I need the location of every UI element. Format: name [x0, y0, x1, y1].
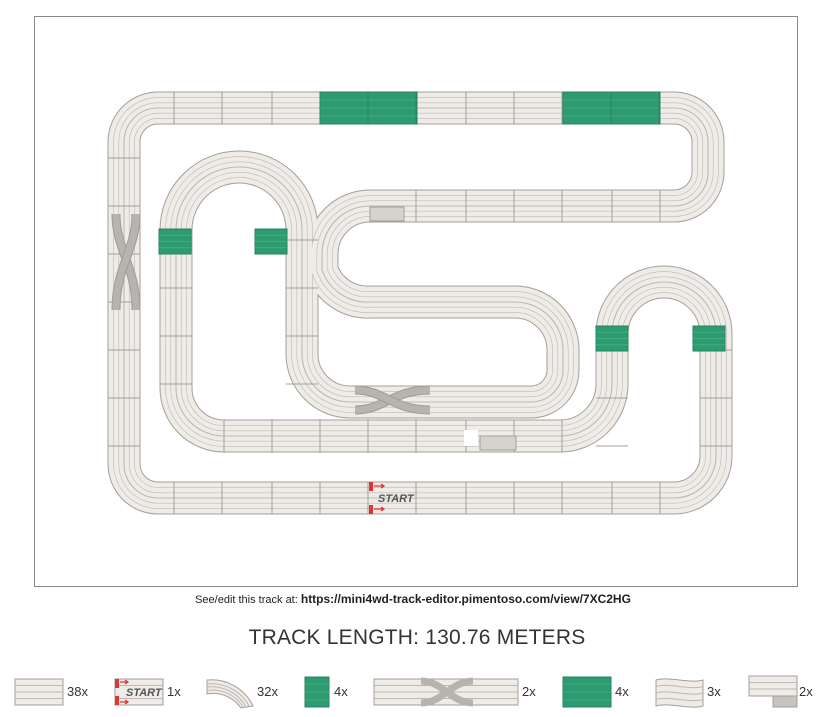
start-piece-icon: START [114, 678, 164, 706]
legend-count-curve: 32x [257, 684, 278, 699]
track-layout: START [107, 91, 733, 515]
legend-count-half-straight: 2x [799, 684, 813, 699]
slope-right-outer [692, 325, 726, 352]
start-label: START [378, 493, 415, 505]
legend-count-slope: 4x [334, 684, 348, 699]
credit-line: See/edit this track at: https://mini4wd-… [0, 592, 826, 606]
start-line: START [369, 482, 415, 514]
straight-piece-icon [14, 678, 64, 706]
slope-inner-mid [254, 228, 288, 255]
slope-inner-left [158, 228, 192, 255]
piece-legend: 38x START 1x 32x 4x [0, 668, 826, 716]
track-length-title: TRACK LENGTH: 130.76 METERS [248, 626, 586, 649]
credit-prefix: See/edit this track at: [195, 594, 298, 606]
legend-count-wave: 3x [707, 684, 721, 699]
slope-piece-icon [304, 676, 330, 708]
half-straight-inner [369, 206, 405, 222]
half-straight-piece-icon [748, 675, 798, 708]
legend-count-start: 1x [167, 684, 181, 699]
legend-count-slope-long: 4x [615, 684, 629, 699]
lane-change-left [111, 213, 141, 311]
legend-count-straight: 38x [67, 684, 88, 699]
legend-count-lane-change: 2x [522, 684, 536, 699]
slope-right-inner [595, 325, 629, 352]
lane-change-middle [354, 385, 431, 415]
lane-change-piece-icon [373, 677, 519, 707]
wave-piece-icon [655, 678, 704, 708]
svg-text:START: START [126, 687, 163, 699]
track-gap [464, 430, 478, 446]
slope-top-right [562, 91, 661, 125]
track-url-link[interactable]: https://mini4wd-track-editor.pimentoso.c… [300, 592, 631, 606]
curve-piece-icon [206, 679, 254, 709]
slope-top-left [319, 91, 418, 125]
slope-long-piece-icon [562, 676, 612, 708]
half-straight-lower [479, 435, 517, 451]
track-loop [107, 91, 733, 515]
